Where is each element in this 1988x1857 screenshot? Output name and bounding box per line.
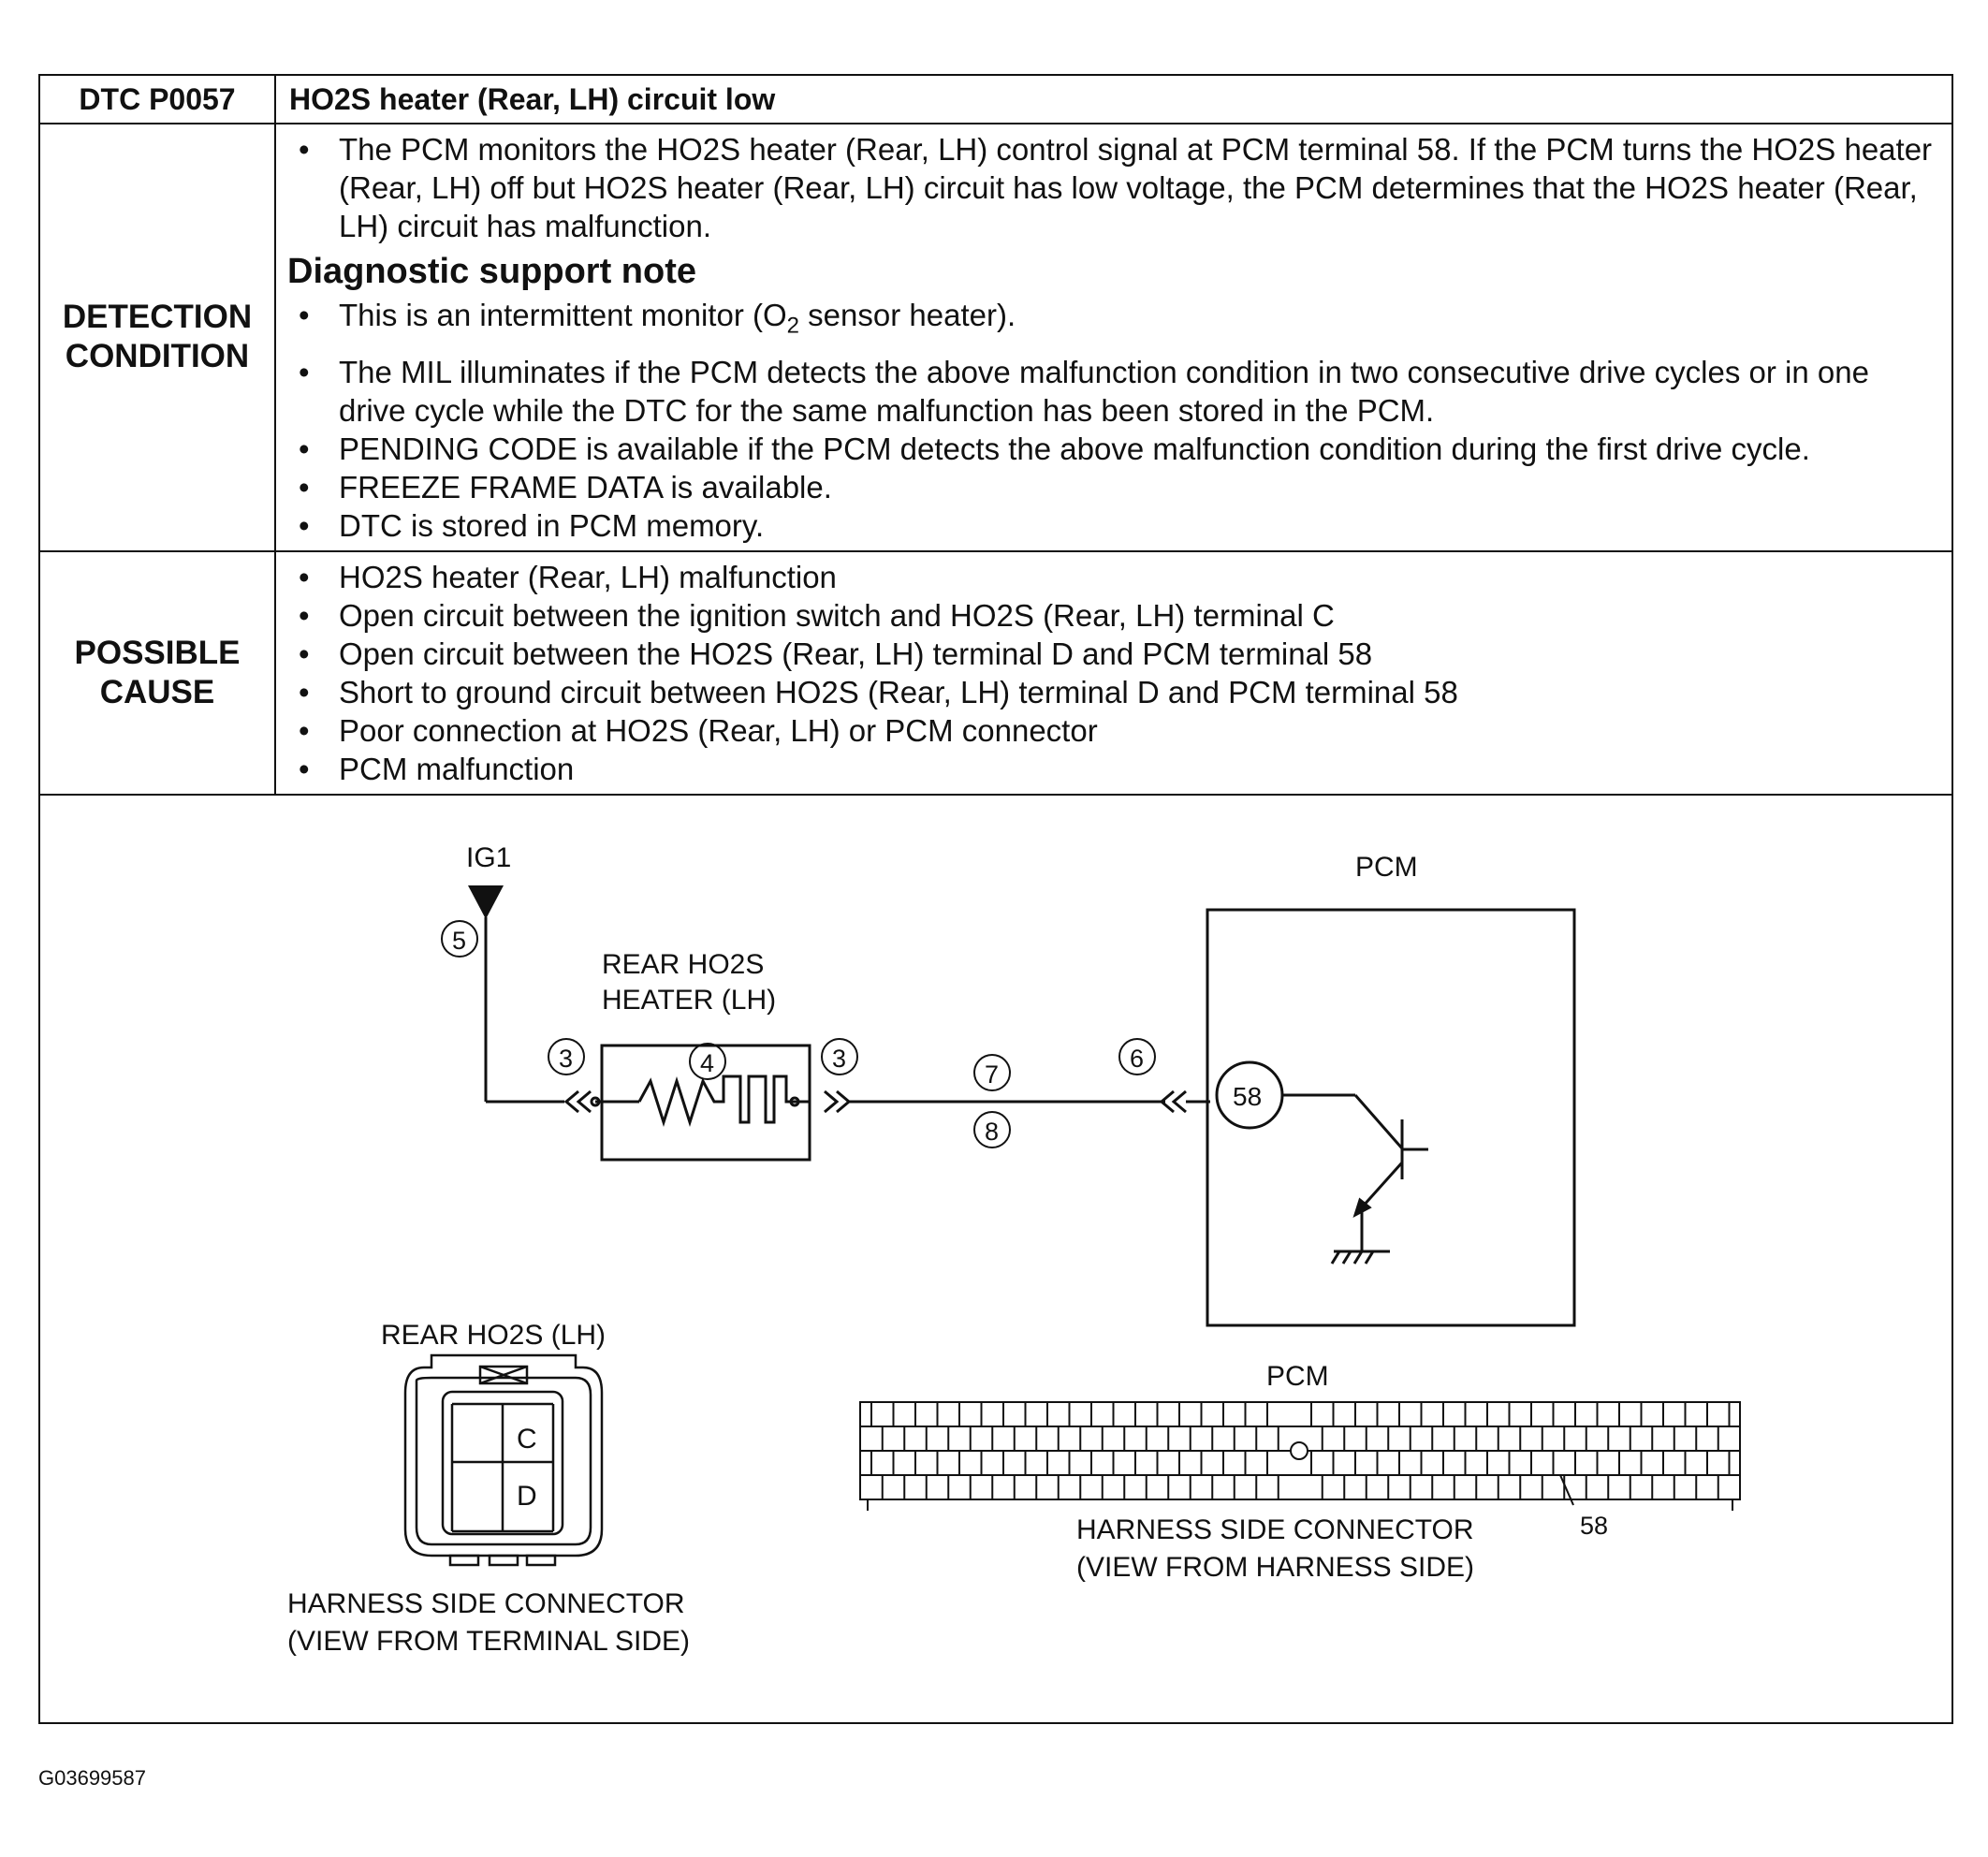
detection-label-line1: DETECTION xyxy=(62,299,253,336)
marker-8-circle xyxy=(973,1110,1011,1148)
cause-item: •Open circuit between the HO2S (Rear, LH… xyxy=(299,636,1373,671)
pin-d-label: D xyxy=(517,1481,537,1512)
sensor-caption-line2: (VIEW FROM TERMINAL SIDE) xyxy=(287,1626,690,1657)
possible-cause-content: •HO2S heater (Rear, LH) malfunction •Ope… xyxy=(274,549,1953,796)
cause-label-line2: CAUSE xyxy=(99,673,215,710)
connector-chevron-icon xyxy=(1159,1089,1187,1113)
connector-chevron-icon xyxy=(563,1089,592,1113)
pin-c-label: C xyxy=(517,1424,537,1455)
pcm-connector-title: PCM xyxy=(1266,1361,1329,1392)
note-item-5: •DTC is stored in PCM memory. xyxy=(299,507,765,543)
note-item-4: •FREEZE FRAME DATA is available. xyxy=(299,469,832,504)
ig1-label: IG1 xyxy=(466,842,511,873)
wiring-diagram: IG1 PCM REAR HO2S HEATER (LH) 58 5 3 4 3… xyxy=(287,842,1741,1657)
sensor-connector-title: REAR HO2S (LH) xyxy=(381,1320,606,1351)
detection-condition-content: •The PCM monitors the HO2S heater (Rear,… xyxy=(274,123,1953,552)
pcm-pin-58-label: 58 xyxy=(1580,1512,1608,1540)
cause-item: •HO2S heater (Rear, LH) malfunction xyxy=(299,559,837,594)
detection-condition-label: DETECTION CONDITION xyxy=(38,123,276,552)
note-item-1: •This is an intermittent monitor (O2 sen… xyxy=(299,298,1016,339)
cause-item: •PCM malfunction xyxy=(299,751,575,786)
marker-3-right: 3 xyxy=(832,1045,846,1073)
marker-5-circle xyxy=(441,919,478,958)
marker-6: 6 xyxy=(1130,1045,1144,1073)
note-item-3: •PENDING CODE is available if the PCM de… xyxy=(299,431,1810,466)
sensor-caption-line1: HARNESS SIDE CONNECTOR xyxy=(287,1588,685,1619)
ig1-terminal-icon xyxy=(468,885,504,919)
cause-label-line1: POSSIBLE xyxy=(74,634,241,671)
pcm-label: PCM xyxy=(1355,852,1418,883)
dtc-code: DTC P0057 xyxy=(38,74,276,124)
sensor-connector xyxy=(403,1353,604,1566)
marker-6-circle xyxy=(1118,1037,1156,1075)
marker-3-left: 3 xyxy=(559,1045,573,1073)
terminal-58-label: 58 xyxy=(1233,1082,1262,1111)
pcm-box xyxy=(1206,908,1576,1327)
cause-item: •Poor connection at HO2S (Rear, LH) or P… xyxy=(299,712,1098,748)
connector-chevron-icon xyxy=(824,1089,852,1113)
detection-label-line2: CONDITION xyxy=(65,338,250,375)
figure-id: G03699587 xyxy=(38,1766,146,1790)
detection-intro: •The PCM monitors the HO2S heater (Rear,… xyxy=(299,132,1933,243)
marker-3-left-circle xyxy=(548,1037,585,1075)
heater-label-line2: HEATER (LH) xyxy=(602,985,776,1016)
pcm-caption-line1: HARNESS SIDE CONNECTOR xyxy=(1076,1514,1474,1545)
marker-7: 7 xyxy=(985,1060,999,1089)
diagnostic-note-heading: Diagnostic support note xyxy=(287,252,696,291)
heater-label-line1: REAR HO2S xyxy=(602,949,764,980)
dtc-title: HO2S heater (Rear, LH) circuit low xyxy=(274,74,1953,124)
cause-item: •Short to ground circuit between HO2S (R… xyxy=(299,674,1458,709)
heater-resistor-icon xyxy=(637,1075,810,1127)
note-item-2: •The MIL illuminates if the PCM detects … xyxy=(299,354,1869,428)
marker-4: 4 xyxy=(700,1049,714,1077)
possible-cause-label: POSSIBLE CAUSE xyxy=(38,549,276,796)
marker-7-circle xyxy=(973,1053,1011,1091)
marker-3-right-circle xyxy=(821,1037,858,1075)
marker-5: 5 xyxy=(452,927,466,955)
pcm-connector xyxy=(859,1400,1741,1511)
marker-8: 8 xyxy=(985,1118,999,1146)
marker-4-circle xyxy=(689,1042,726,1080)
wiring-diagram-cell: IG1 PCM REAR HO2S HEATER (LH) 58 5 3 4 3… xyxy=(38,793,1953,1724)
pcm-caption-line2: (VIEW FROM HARNESS SIDE) xyxy=(1076,1552,1474,1583)
cause-item: •Open circuit between the ignition switc… xyxy=(299,597,1335,633)
dtc-table: DTC P0057 HO2S heater (Rear, LH) circuit… xyxy=(38,74,1953,1724)
